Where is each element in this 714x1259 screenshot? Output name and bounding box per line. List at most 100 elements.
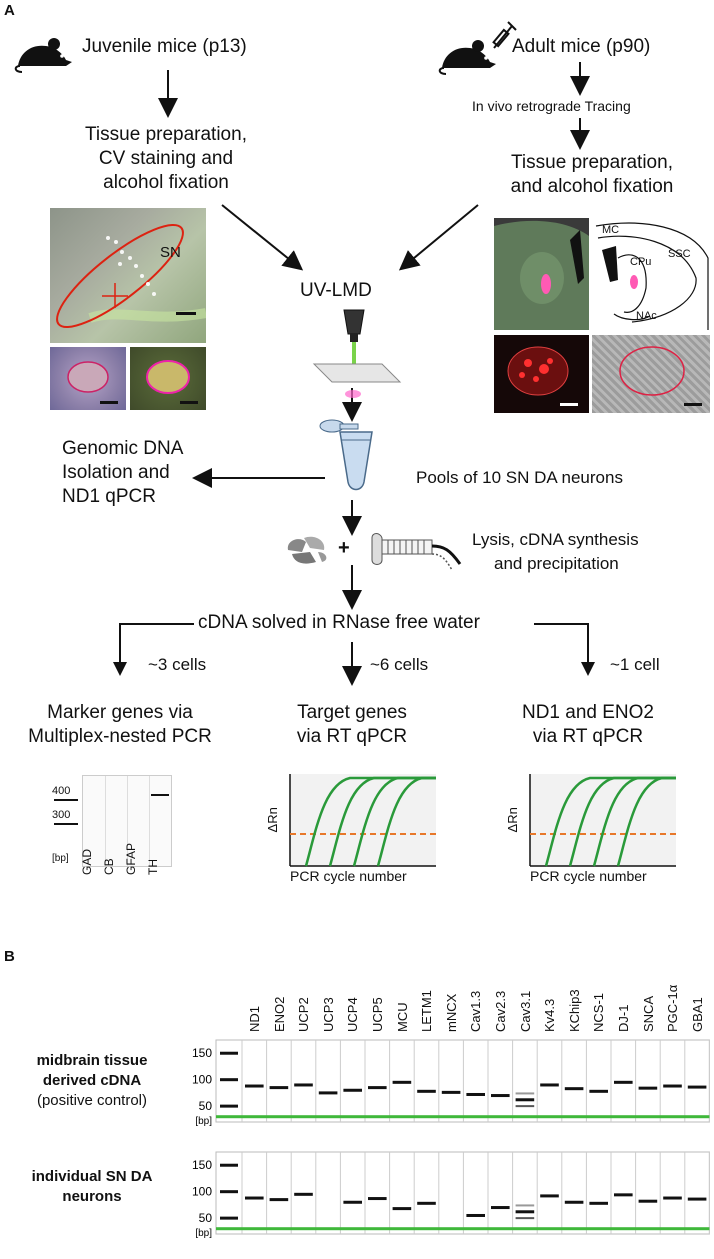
band-snca [638,1199,658,1203]
band-ucp2 [294,1192,313,1196]
cpu-label: CPu [630,256,652,268]
band-cav23 [491,1094,510,1098]
qpcr-nd1-ylabel: ΔRn [504,807,520,833]
split-mid-label: ~6 cells [370,655,429,674]
target-line-1: Target genes [297,702,407,723]
qpcr-nd1-xlabel: PCR cycle number [530,868,647,884]
ladder-tick-50: 50 [199,1099,213,1113]
band-cav31-extra [515,1204,535,1207]
ladder-band-150 [220,1051,238,1055]
row2-title-1: individual SN DA [31,1168,153,1185]
lysis-line-1: Lysis, cDNA synthesis [472,530,639,549]
plus-sign: + [338,537,350,559]
nac-label: NAc [636,310,657,322]
juvenile-label: Juvenile mice (p13) [82,36,247,57]
band-cav31 [515,1098,535,1102]
split-right-label: ~1 cell [610,655,660,674]
ladder-unit: [bp] [195,1116,212,1127]
gene-label-snca: SNCA [640,995,656,1032]
cv-stained-cell-image [50,347,126,410]
tissue-left-2: CV staining and [98,148,234,169]
band-gba1 [687,1085,707,1089]
collection-tube-icon [319,419,373,491]
band-ncs1 [589,1089,608,1093]
band-ucp2 [294,1083,313,1087]
lysis-line-2: and precipitation [494,554,619,573]
ssc-label: SSC [668,248,691,260]
tissue-left-3: alcohol fixation [103,172,229,193]
cut-cell-image [130,347,206,410]
ladder-band-50 [220,1216,238,1220]
brain-atlas-drawing: MC SSC CPu NAc [592,218,710,330]
panel-a-letter: A [4,2,15,19]
band-mcu [392,1207,412,1211]
gene-label-ucp4: UCP4 [345,997,361,1032]
gene-label-cav31: Cav3.1 [517,990,533,1032]
gene-label-letm1: LETM1 [419,990,435,1032]
gene-label-ucp2: UCP2 [296,997,312,1032]
th-band [151,794,169,796]
ladder-tick-100: 100 [192,1185,212,1199]
band-letm1 [417,1089,436,1093]
lane-gad: GAD [80,848,94,875]
retrograde-red-image [494,335,589,413]
flow-arrows [113,62,595,686]
band-cav13 [466,1213,485,1217]
panel-b-letter: B [4,948,15,965]
band-cav31 [515,1210,535,1214]
marker-line-2: Multiplex-nested PCR [28,726,212,747]
band-kv43 [540,1083,559,1087]
laser-microdissection-icon [312,309,402,398]
band-gba1 [687,1197,707,1201]
qpcr-plot-nd1 [529,774,676,867]
row1-title-1: midbrain tissue [36,1052,148,1069]
band-cav31-extra [515,1105,535,1108]
gel-tick-400: 400 [52,785,71,797]
pools-label: Pools of 10 SN DA neurons [416,468,623,487]
marker-line [216,1227,710,1231]
adult-label: Adult mice (p90) [512,36,651,57]
nd1-line-1: ND1 and ENO2 [521,702,654,723]
ladder-tick-50: 50 [199,1211,213,1225]
ladder-tick-100: 100 [192,1073,212,1087]
band-cav31-extra [515,1217,535,1220]
lane-th: TH [146,859,160,875]
lane-cb: CB [102,858,116,875]
cell-fragments-icon [287,536,327,564]
gene-label-kv43: Kv4.3 [542,998,558,1032]
band-ucp4 [343,1088,362,1092]
gene-label-mcu: MCU [394,1002,410,1032]
ladder-band-150 [220,1163,238,1167]
marker-line-1: Marker genes via [47,702,193,723]
band-snca [638,1086,658,1090]
ladder-band-100 [220,1078,238,1082]
gene-label-ncs1: NCS-1 [591,992,607,1032]
mouse-syringe-icon [438,21,517,75]
tissue-right-1: Tissue preparation, [511,152,673,173]
band-ucp5 [368,1197,387,1201]
band-mcu [392,1080,412,1084]
row2-title-2: neurons [62,1188,122,1205]
cdna-label: cDNA solved in RNase free water [198,612,480,633]
band-kchip3 [564,1200,584,1204]
cut-brightfield-image [592,335,710,413]
band-pgc1 [663,1084,682,1088]
band-ucp5 [368,1086,387,1090]
ladder-tick-150: 150 [192,1046,212,1060]
band-eno2 [269,1198,289,1202]
multiplex-gel: 400 300 [bp] GAD CB GFAP TH [52,775,182,893]
band-cav23 [491,1206,510,1210]
band-ucp3 [318,1091,338,1095]
marker-line [216,1115,710,1119]
brain-fluorescence-image [494,218,589,330]
sn-label: SN [160,244,181,261]
band-pgc1 [663,1196,682,1200]
gene-label-ucp5: UCP5 [370,997,385,1032]
qpcr-plot-target [289,774,436,867]
band-cav31-extra [515,1092,535,1095]
ladder-tick-150: 150 [192,1158,212,1172]
gel-unit: [bp] [52,853,69,864]
lane-gfap: GFAP [124,842,138,875]
band-nd1 [245,1196,264,1200]
